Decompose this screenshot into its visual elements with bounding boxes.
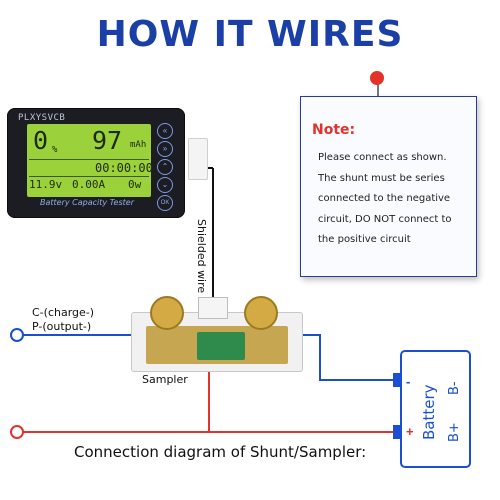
capacity-unit: mAh [130, 140, 147, 150]
voltage-reading: 11.9v [29, 178, 63, 191]
note-card [300, 96, 477, 277]
diagram-caption: Connection diagram of Shunt/Sampler: [74, 443, 367, 461]
output-label: P-(output-) [32, 320, 92, 333]
percent-unit: % [52, 145, 58, 155]
battery-icon [400, 350, 471, 468]
battery-negative-label: B- [447, 381, 462, 395]
lcd-screen [27, 124, 151, 197]
ok-button[interactable]: OK [157, 195, 173, 211]
battery-positive-label: B+ [447, 422, 462, 442]
shunt-circuit-board [197, 332, 245, 360]
capacity-value: 97 [92, 126, 123, 155]
load-positive-terminal [10, 425, 24, 439]
battery-plus-sign: + [406, 424, 414, 439]
battery-label: Battery [420, 384, 438, 440]
power-reading: 0w [128, 178, 142, 191]
right-arrow-button[interactable]: » [157, 141, 173, 157]
left-arrow-button[interactable]: « [157, 123, 173, 139]
lcd-divider [29, 176, 149, 177]
meter-connector [188, 138, 208, 180]
shielded-wire-label: Shielded wire [195, 219, 208, 294]
current-reading: 0.00A [72, 178, 106, 191]
charge-label: C-(charge-) [32, 306, 95, 319]
shunt-bolt-left [150, 296, 184, 330]
meter-brand: PLXYSVCB [18, 113, 66, 123]
load-negative-terminal [10, 328, 24, 342]
page-title: HOW IT WIRES [96, 14, 404, 55]
down-arrow-button[interactable]: ⌄ [157, 177, 173, 193]
battery-positive-tab [393, 425, 401, 439]
battery-negative-tab [393, 373, 401, 387]
note-text: Please connect as shown. The shunt must … [318, 152, 452, 246]
shunt-bolt-right [244, 296, 278, 330]
up-arrow-button[interactable]: ⌃ [157, 159, 173, 175]
lcd-divider [29, 159, 149, 160]
battery-minus-sign: - [406, 374, 411, 389]
note-label: Note: [312, 122, 356, 138]
percent-value: 0 [33, 126, 49, 155]
meter-footer: Battery Capacity Tester [40, 198, 134, 207]
elapsed-time: 00:00:00 [95, 161, 153, 175]
negative-battery-wire [290, 334, 393, 381]
pushpin-icon [370, 71, 384, 85]
sampler-label: Sampler [142, 373, 188, 386]
shunt-plug [198, 297, 228, 319]
